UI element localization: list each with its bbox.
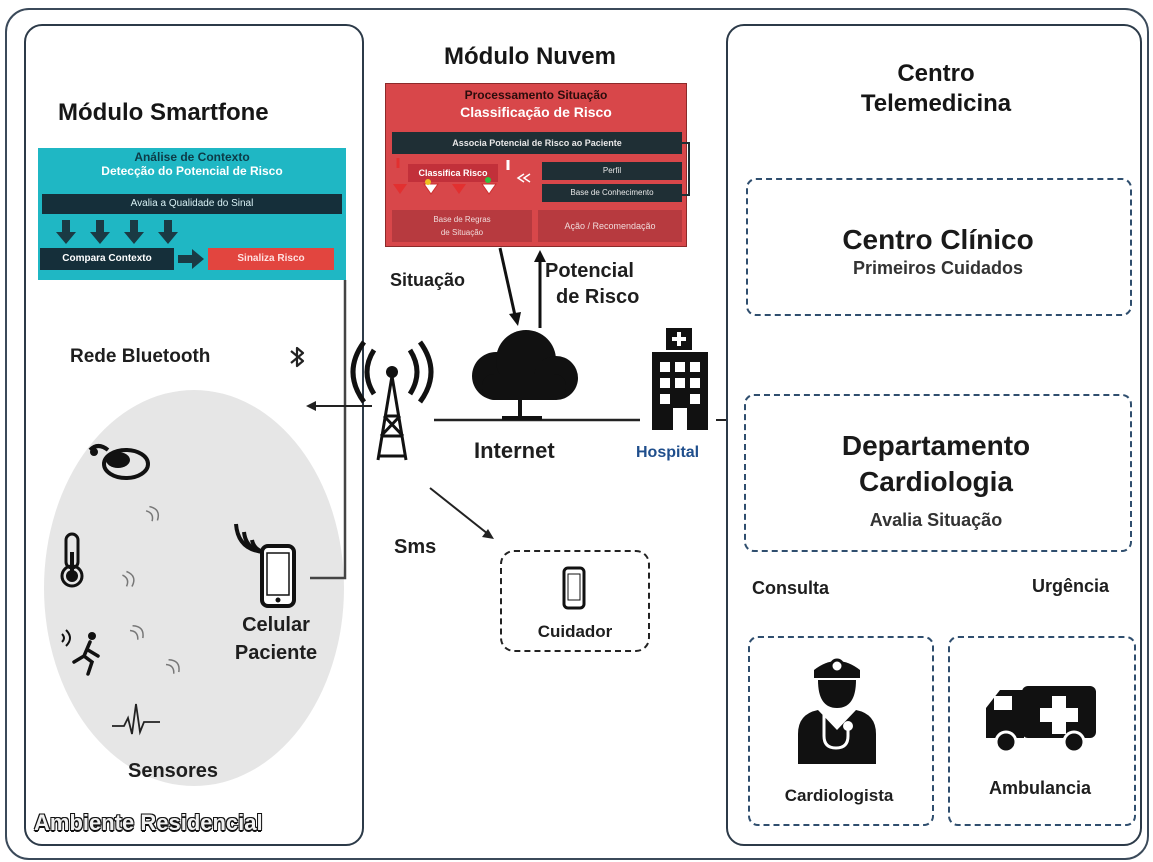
telemedicine-title-line2: Telemedicina [860,90,1012,117]
cell-tower-icon [350,340,434,461]
internet-label: Internet [474,438,555,463]
knowledge-base-step: Base de Conhecimento [542,184,682,202]
diagram-frame [5,8,1149,860]
evaluate-situation-subtitle: Avalia Situação [869,510,1003,530]
signal-quality-step: Avalia a Qualidade do Sinal [42,194,342,214]
rules-base-line2: de Situação [440,228,484,237]
risk-potential-label-line1: Potencial [545,260,634,282]
signal-waves-icon [165,659,180,674]
consultation-label: Consulta [752,578,830,598]
cardiology-title-line1: Departamento [841,430,1031,461]
action-recommendation-step: Ação / Recomendação [538,210,682,242]
clinical-center-box [746,178,1132,316]
cardiology-title-line2: Cardiologia [858,466,1013,497]
smartphone-module-title: Módulo Smartfone [58,99,269,126]
telemedicine-title-line1: Centro [897,60,975,87]
smartphone-icon [260,544,296,608]
context-analysis-box: Análise de Contexto Detecção do Potencia… [38,148,346,280]
situation-rules-base: Base de Regras de Situação [392,210,532,242]
situation-processing-box: Processamento Situação Classificação de … [385,83,690,247]
compare-context-step: Compara Contexto [40,248,174,270]
bluetooth-icon [290,346,305,368]
cloud-icon [472,330,578,420]
patient-phone-label-line2: Paciente [234,642,318,664]
context-analysis-title: Análise de Contexto [134,150,250,164]
doctor-icon [798,658,876,764]
ambulance-icon [986,686,1096,754]
risk-arrows-icon [393,158,531,195]
profile-step: Perfil [542,162,682,180]
bluetooth-label: Rede Bluetooth [70,346,211,367]
fall-detection-icon [61,629,100,676]
processing-title: Processamento Situação [464,88,608,102]
ecg-icon [112,703,160,736]
smartphone-icon [562,566,586,610]
thermometer-icon [60,532,84,588]
sms-label: Sms [394,536,437,558]
patient-phone-label-line1: Celular [242,614,310,636]
classify-risk-step: Classifica Risco [408,164,498,182]
caregiver-label: Cuidador [537,622,613,641]
clinical-center-title: Centro Clínico [842,224,1034,255]
hospital-icon [652,328,708,430]
sensors-label: Sensores [128,760,219,782]
blood-pressure-icon [88,444,150,480]
urgency-label: Urgência [1032,576,1110,596]
rules-base-line1: Base de Regras [433,215,491,224]
risk-potential-label-line2: de Risco [556,286,640,308]
ambulance-label: Ambulancia [988,778,1092,798]
signal-risk-step: Sinaliza Risco [208,248,334,270]
risk-detection-subtitle: Detecção do Potencial de Risco [101,164,283,178]
cardiologist-label: Cardiologista [784,786,894,805]
signal-waves-icon [145,505,160,522]
signal-waves-icon [129,625,144,640]
feedback-loop [682,142,690,196]
cardiology-department-box [744,394,1132,552]
cloud-module-title: Módulo Nuvem [444,43,616,70]
situation-label: Situação [390,270,466,290]
associate-risk-step: Associa Potencial de Risco ao Paciente [392,132,682,154]
risk-classification-title: Classificação de Risco [460,104,612,120]
residential-environment-label: Ambiente Residencial [34,810,263,835]
right-arrow-icon [178,249,204,269]
hospital-label: Hospital [636,444,700,461]
first-care-subtitle: Primeiros Cuidados [852,258,1024,278]
down-arrows-icon [56,220,178,244]
signal-waves-icon [122,570,135,587]
